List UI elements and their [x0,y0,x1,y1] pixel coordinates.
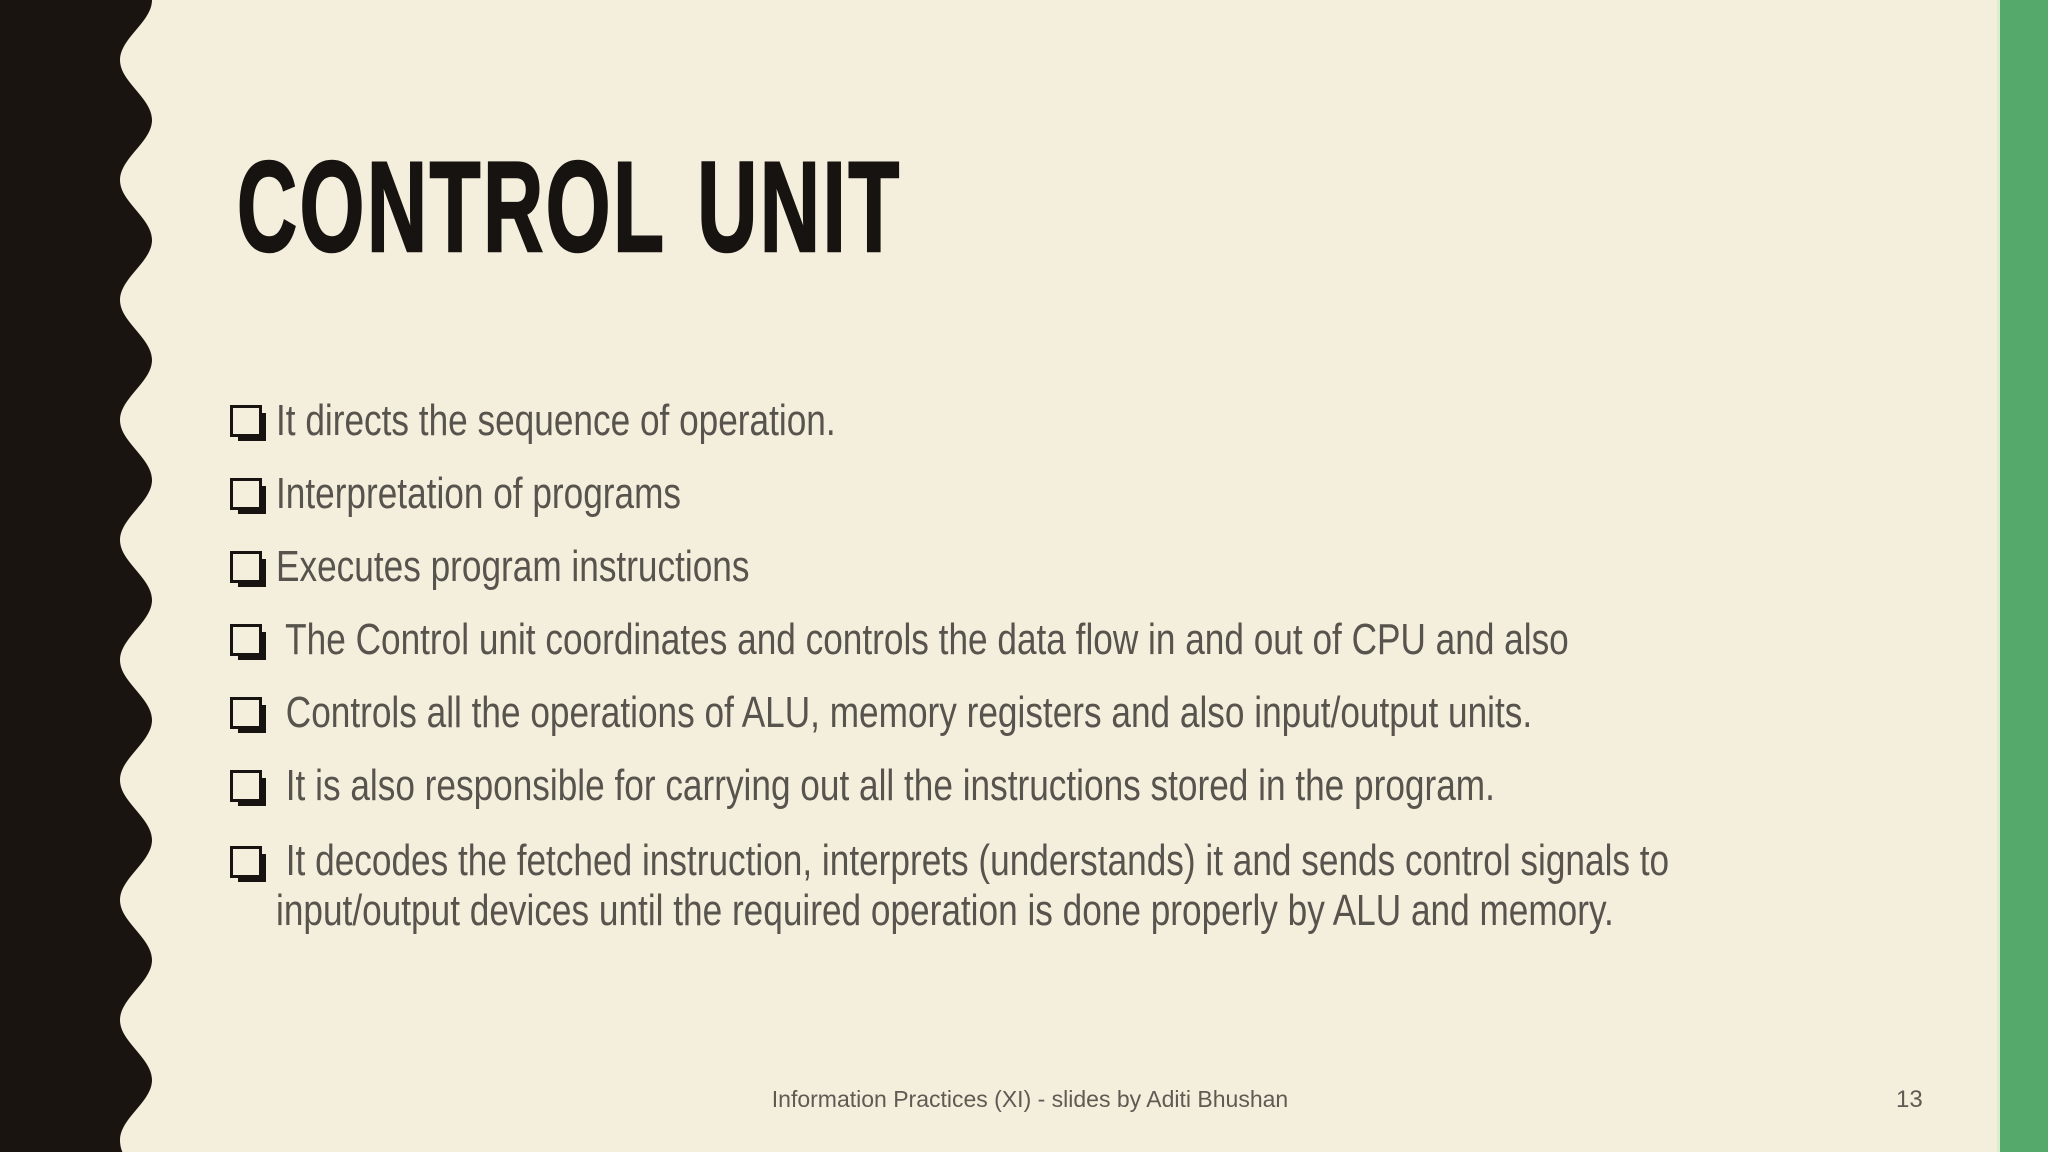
checkbox-bullet-icon [230,697,262,729]
bullet-text: Controls all the operations of ALU, memo… [276,688,1533,737]
bullet-item: The Control unit coordinates and control… [230,615,1892,664]
bullet-item: Executes program instructions [230,542,868,591]
bullet-text: Interpretation of programs [276,469,682,518]
checkbox-bullet-icon [230,624,262,656]
bullet-text-line2: input/output devices until the required … [276,886,1614,935]
bullet-item: Controls all the operations of ALU, memo… [230,688,1846,737]
footer-credit: Information Practices (XI) - slides by A… [771,1086,1289,1112]
bullet-text-line1: It decodes the fetched instruction, inte… [276,836,1670,885]
page-number: 13 [1896,1086,1923,1113]
bullet-text: Executes program instructions [276,542,750,591]
bullet-item: It directs the sequence of operation. [230,396,976,445]
bullet-text: The Control unit coordinates and control… [276,615,1569,664]
wavy-left-band [0,0,152,1152]
bullet-item: Interpretation of programs [230,469,782,518]
bullet-text: It decodes the fetched instruction, inte… [276,836,1669,936]
bullet-item: It is also responsible for carrying out … [230,761,1800,810]
checkbox-bullet-icon [230,846,262,878]
bullet-text: It directs the sequence of operation. [276,396,836,445]
green-right-stripe [1997,0,2048,1152]
checkbox-bullet-icon [230,770,262,802]
checkbox-bullet-icon [230,478,262,510]
checkbox-bullet-icon [230,405,262,437]
checkbox-bullet-icon [230,551,262,583]
bullet-item: It decodes the fetched instruction, inte… [230,836,2017,935]
slide-title: CONTROL UNIT [236,135,902,279]
bullet-text: It is also responsible for carrying out … [276,761,1495,810]
